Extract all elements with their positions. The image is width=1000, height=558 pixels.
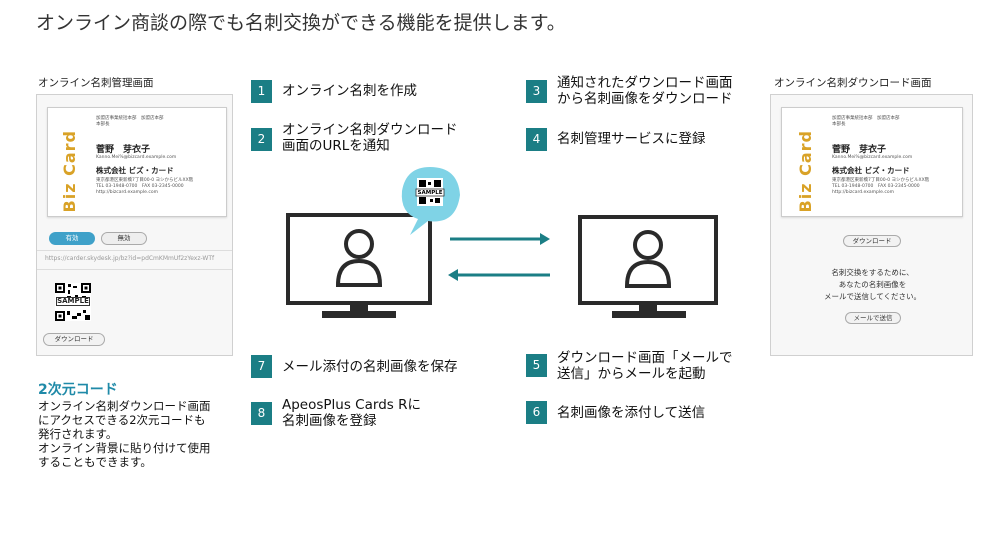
card-email: Kanno.Mei%@bizcard.example.com [832, 155, 913, 160]
step-2-number: 2 [251, 128, 272, 151]
step-2-text: オンライン名刺ダウンロード 画面のURLを通知 [282, 122, 458, 154]
sample-label: SAMPLE [56, 297, 90, 306]
right-panel-caption: オンライン名刺ダウンロード画面 [774, 77, 932, 89]
send-mail-button[interactable]: メールで送信 [845, 312, 901, 324]
arrow-left-icon [448, 269, 550, 281]
card-email: Kanno.Mei%@bizcard.example.com [96, 155, 177, 160]
card-company: 株式会社 ビズ・カード [832, 166, 910, 175]
card-address: 東京都港区東新橋7丁目00-0 ヨシからビルXX階 TEL 03-1948-07… [832, 178, 930, 195]
page-title: オンライン商談の際でも名刺交換ができる機能を提供します。 [36, 12, 566, 34]
qr-code-icon: SAMPLE [55, 283, 91, 321]
card-dept: 加盟店事業統括本部 加盟店本部 本部長 [96, 116, 164, 127]
divider [37, 250, 232, 251]
qr-speech-bubble-icon [401, 167, 460, 235]
card-logo: Biz Card [796, 130, 815, 213]
toggle-off-button[interactable]: 無効 [101, 232, 147, 245]
business-card: Biz Card 加盟店事業統括本部 加盟店本部 本部長 菅野 芽衣子 Kann… [47, 107, 227, 217]
step-7-text: メール添付の名刺画像を保存 [282, 359, 458, 375]
download-button[interactable]: ダウンロード [843, 235, 901, 247]
step-4-number: 4 [526, 128, 547, 151]
left-panel-caption: オンライン名刺管理画面 [38, 77, 154, 89]
arrow-right-icon [450, 233, 550, 245]
card-management-screen: Biz Card 加盟店事業統括本部 加盟店本部 本部長 菅野 芽衣子 Kann… [36, 94, 233, 356]
step-3-number: 3 [526, 80, 547, 103]
download-button[interactable]: ダウンロード [43, 333, 105, 346]
step-5-number: 5 [526, 354, 547, 377]
card-url[interactable]: https://carder.skydesk.jp/bz?id=pdCmKMmU… [45, 255, 215, 262]
business-card: Biz Card 加盟店事業統括本部 加盟店本部 本部長 菅野 芽衣子 Kann… [781, 107, 963, 217]
step-4-text: 名刺管理サービスに登録 [557, 131, 706, 147]
card-name: 菅野 芽衣子 [96, 145, 151, 155]
card-company: 株式会社 ビズ・カード [96, 166, 174, 175]
left-monitor-icon [286, 213, 432, 318]
card-name: 菅野 芽衣子 [832, 145, 887, 155]
step-6-text: 名刺画像を添付して送信 [557, 405, 706, 421]
right-monitor-icon [578, 215, 718, 318]
toggle-on-button[interactable]: 有効 [49, 232, 95, 245]
card-logo: Biz Card [60, 130, 79, 213]
send-message: 名刺交換をするために、 あなたの名刺画像を メールで送信してください。 [823, 268, 922, 301]
step-7-number: 7 [251, 355, 272, 378]
step-6-number: 6 [526, 401, 547, 424]
card-address: 東京都港区東新橋7丁目00-0 ヨシからビルXX階 TEL 03-1948-07… [96, 178, 194, 195]
qr-info-title: 2次元コード [38, 382, 118, 398]
qr-info-description: オンライン名刺ダウンロード画面 にアクセスできる2次元コードも 発行されます。 … [38, 399, 211, 469]
step-1-text: オンライン名刺を作成 [282, 83, 417, 99]
step-8-number: 8 [251, 402, 272, 425]
exchange-illustration [286, 167, 718, 318]
bubble-sample-label: SAMPLE [417, 190, 443, 196]
card-dept: 加盟店事業統括本部 加盟店本部 本部長 [832, 116, 900, 127]
step-3-text: 通知されたダウンロード画面 から名刺画像をダウンロード [557, 75, 733, 107]
card-download-screen: Biz Card 加盟店事業統括本部 加盟店本部 本部長 菅野 芽衣子 Kann… [770, 94, 973, 356]
step-5-text: ダウンロード画面「メールで 送信」からメールを起動 [557, 350, 733, 382]
step-8-text: ApeosPlus Cards Rに 名刺画像を登録 [282, 397, 421, 429]
step-1-number: 1 [251, 80, 272, 103]
divider [37, 269, 232, 270]
